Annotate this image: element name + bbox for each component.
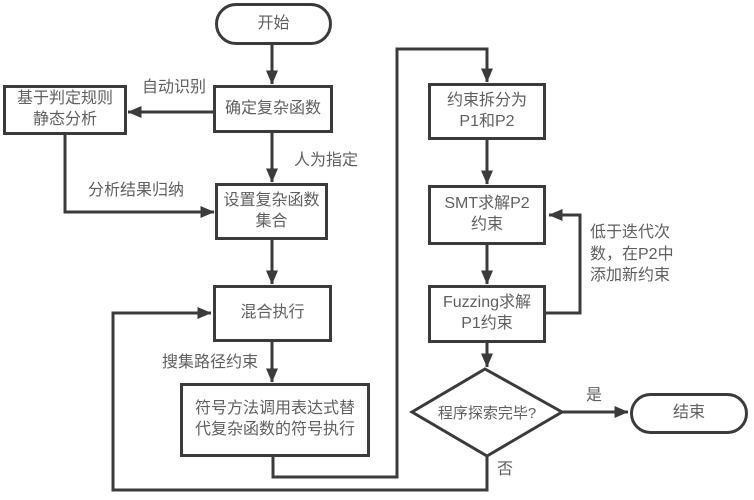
node-constraint-split: 约束拆分为 P1和P2 bbox=[428, 83, 546, 140]
edge-label-below-iteration-count: 低于迭代次 数，在P2中 添加新约束 bbox=[590, 224, 674, 285]
edge-decision-no-to-hybrid bbox=[111, 307, 489, 492]
edge-label-yes: 是 bbox=[585, 387, 602, 404]
node-constraint-split-label: 约束拆分为 P1和P2 bbox=[446, 91, 527, 130]
node-determine-complex-fn-label: 确定复杂函数 bbox=[224, 99, 321, 117]
node-smt-solve-p2-label: SMT求解P2 约束 bbox=[444, 195, 530, 233]
node-hybrid-execution: 混合执行 bbox=[213, 285, 332, 342]
node-fuzzing-solve-p1-label: Fuzzing求解 P1约束 bbox=[442, 294, 532, 332]
node-hybrid-execution-label: 混合执行 bbox=[240, 304, 305, 322]
node-fuzzing-solve-p1: Fuzzing求解 P1约束 bbox=[428, 285, 546, 343]
node-static-analysis-label: 基于判定规则 静态分析 bbox=[16, 90, 113, 128]
edge-label-no: 否 bbox=[496, 461, 513, 478]
node-end-label: 结束 bbox=[672, 404, 705, 422]
decision-diamond bbox=[409, 367, 566, 458]
node-start-label: 开始 bbox=[257, 14, 290, 32]
edge-static-analysis-to-set-collection bbox=[63, 135, 215, 218]
edge-symbolic-to-constraint-split bbox=[271, 47, 493, 479]
node-start: 开始 bbox=[215, 3, 332, 45]
node-symbolic-substitute-label: 符号方法调用表达式替 代复杂函数的符号执行 bbox=[194, 400, 355, 438]
edge-fuzzing-feedback-to-smt bbox=[546, 209, 582, 315]
edge-label-manual-specify: 人为指定 bbox=[293, 152, 358, 169]
node-smt-solve-p2: SMT求解P2 约束 bbox=[428, 185, 546, 245]
node-set-complex-fn-collection: 设置复杂函数 集合 bbox=[215, 183, 328, 240]
node-set-complex-fn-collection-label: 设置复杂函数 集合 bbox=[223, 191, 320, 230]
node-end: 结束 bbox=[630, 393, 748, 434]
node-exploration-done-label: 程序探索完毕? bbox=[437, 404, 537, 422]
edge-label-collect-path-constraints: 搜集路径约束 bbox=[161, 354, 258, 371]
node-static-analysis: 基于判定规则 静态分析 bbox=[3, 85, 127, 135]
edge-label-analysis-summary: 分析结果归纳 bbox=[87, 182, 184, 199]
edge-label-auto-identify: 自动识别 bbox=[141, 79, 206, 96]
node-determine-complex-fn: 确定复杂函数 bbox=[213, 85, 333, 133]
node-symbolic-substitute: 符号方法调用表达式替 代复杂函数的符号执行 bbox=[180, 383, 370, 457]
